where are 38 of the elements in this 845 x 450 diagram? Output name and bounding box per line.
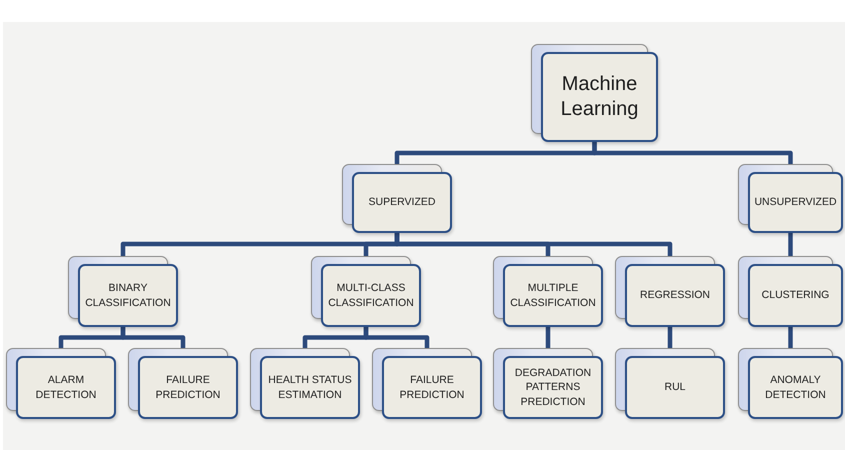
box-label: BINARY CLASSIFICATION bbox=[84, 281, 172, 310]
connector-line bbox=[120, 327, 186, 348]
stacked-box bbox=[311, 256, 421, 327]
connector-line bbox=[546, 327, 550, 348]
connector-line bbox=[592, 142, 793, 164]
box-label: SUPERVIZED bbox=[368, 195, 436, 210]
stacked-box bbox=[128, 348, 238, 419]
box-label: DEGRADATION PATTERNS PREDICTION bbox=[514, 366, 592, 409]
box-label: MULTIPLE CLASSIFICATION bbox=[509, 281, 597, 310]
box-label: FAILURE PREDICTION bbox=[154, 373, 222, 402]
box-label: ANOMALY DETECTION bbox=[764, 373, 827, 402]
stacked-box bbox=[68, 256, 178, 327]
box-label: UNSUPERVIZED bbox=[754, 195, 837, 210]
connector-line bbox=[394, 233, 672, 256]
stacked-box bbox=[531, 44, 658, 142]
connector-line bbox=[788, 327, 793, 348]
box-label: FAILURE PREDICTION bbox=[398, 373, 466, 402]
stacked-box bbox=[738, 164, 843, 233]
connector-line bbox=[788, 233, 793, 256]
box-label: Machine Learning bbox=[560, 72, 640, 122]
box-label: HEALTH STATUS ESTIMATION bbox=[267, 373, 353, 402]
box-label: REGRESSION bbox=[640, 288, 710, 303]
stacked-box bbox=[738, 348, 843, 419]
stacked-box bbox=[250, 348, 360, 419]
box-label: ALARM DETECTION bbox=[34, 373, 98, 402]
box-label: RUL bbox=[664, 380, 686, 395]
stacked-box bbox=[6, 348, 116, 419]
stacked-box bbox=[342, 164, 452, 233]
stacked-box bbox=[615, 348, 725, 419]
stacked-box bbox=[493, 348, 603, 419]
stacked-box bbox=[372, 348, 482, 419]
connector-line bbox=[364, 327, 430, 348]
stacked-box bbox=[738, 256, 843, 327]
stacked-box bbox=[615, 256, 725, 327]
box-label: MULTI-CLASS CLASSIFICATION bbox=[327, 281, 415, 310]
connector-line bbox=[668, 327, 672, 348]
stacked-box bbox=[493, 256, 603, 327]
box-label: CLUSTERING bbox=[762, 288, 830, 303]
